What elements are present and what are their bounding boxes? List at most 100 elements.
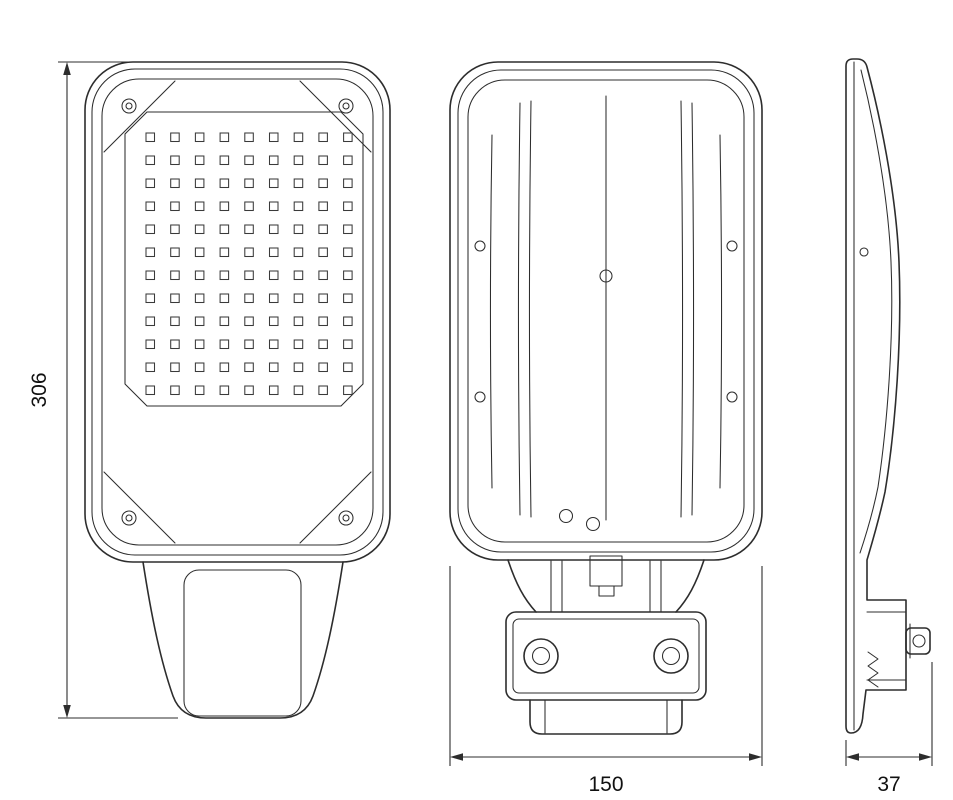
front-outer-housing (84, 61, 391, 563)
back-rib-lines (489, 95, 723, 521)
led-chip (293, 155, 304, 166)
led-chip (293, 293, 304, 304)
led-chip (318, 178, 328, 189)
side-clamp (866, 611, 931, 688)
led-chip (244, 247, 254, 258)
led-chip (318, 270, 328, 281)
led-chip (268, 385, 279, 396)
led-chip (293, 362, 304, 373)
led-chip (170, 247, 180, 258)
led-chip (343, 178, 353, 189)
led-chip (219, 224, 230, 235)
led-chip (268, 293, 279, 304)
led-chip (219, 385, 230, 396)
led-chip (194, 201, 205, 212)
width-dimension-label: 150 (588, 773, 623, 796)
bracket-bolt-right (653, 638, 689, 674)
led-chip (343, 155, 353, 166)
mounting-bracket (505, 611, 707, 735)
led-chip (268, 155, 279, 166)
bracket-outer (505, 611, 707, 701)
width-dimension: 150 (449, 566, 763, 796)
led-chip (170, 293, 180, 304)
led-chip (219, 201, 230, 212)
back-outer-housing (449, 61, 763, 561)
bracket-inner (512, 618, 700, 694)
led-chip (194, 224, 205, 235)
led-chip (244, 316, 254, 327)
led-chip (145, 178, 156, 189)
led-chip (343, 247, 353, 258)
led-chip (244, 224, 254, 235)
led-chip (318, 155, 328, 166)
led-chip (145, 155, 156, 166)
led-chip (343, 362, 353, 373)
led-chip (170, 155, 180, 166)
depth-arrow-right (919, 753, 932, 761)
led-chip (170, 270, 180, 281)
back-cable-lines (550, 560, 662, 613)
led-chip (219, 132, 230, 143)
led-chip (145, 201, 156, 212)
clamp-bolt-head (912, 634, 926, 648)
led-chip (219, 247, 230, 258)
front-corner-chamfers (103, 80, 372, 544)
led-chip (318, 385, 328, 396)
led-chip (194, 362, 205, 373)
led-chip (145, 270, 156, 281)
led-chip (194, 132, 205, 143)
depth-arrow-left (846, 753, 859, 761)
led-chip (268, 270, 279, 281)
back-center-hole (599, 269, 613, 283)
led-chip (293, 316, 304, 327)
led-chip (145, 247, 156, 258)
led-chip (293, 247, 304, 258)
bracket-bolt-left (523, 638, 559, 674)
led-chip (343, 201, 353, 212)
led-chip (268, 201, 279, 212)
led-chip (194, 293, 205, 304)
led-chip (244, 293, 254, 304)
bracket-bolt-right-inner (661, 646, 681, 666)
bracket-bottom-plate (529, 699, 683, 735)
led-chip (244, 155, 254, 166)
led-chip (343, 316, 353, 327)
led-chip (145, 293, 156, 304)
led-chip (244, 385, 254, 396)
height-arrow-top (63, 62, 71, 75)
led-chip (244, 270, 254, 281)
front-neck-panel (183, 569, 302, 717)
bracket-bolt-left-inner (531, 646, 551, 666)
led-chip (343, 224, 353, 235)
led-chip (145, 339, 156, 350)
led-chip (170, 385, 180, 396)
led-chip (219, 155, 230, 166)
front-inner-housing (91, 68, 384, 556)
front-glass-frame (101, 78, 374, 546)
height-dimension-label: 306 (28, 372, 51, 407)
side-boss-detail (859, 247, 869, 257)
depth-dimension: 37 (845, 662, 933, 796)
led-chip (145, 385, 156, 396)
led-chip (244, 132, 254, 143)
led-chip (318, 293, 328, 304)
led-chip (170, 224, 180, 235)
led-chip (343, 293, 353, 304)
led-chip (268, 247, 279, 258)
led-chip (170, 178, 180, 189)
height-dimension: 306 (28, 61, 178, 719)
led-chip (219, 270, 230, 281)
led-chip (194, 247, 205, 258)
led-chip (318, 247, 328, 258)
back-side-bosses (474, 240, 738, 403)
led-chip (145, 132, 156, 143)
led-chip (170, 362, 180, 373)
led-chip (268, 132, 279, 143)
led-chip (194, 316, 205, 327)
led-chip (293, 385, 304, 396)
front-corner-screws (121, 98, 354, 526)
led-chip (219, 339, 230, 350)
side-inner-profile (859, 69, 893, 554)
led-chip (244, 362, 254, 373)
